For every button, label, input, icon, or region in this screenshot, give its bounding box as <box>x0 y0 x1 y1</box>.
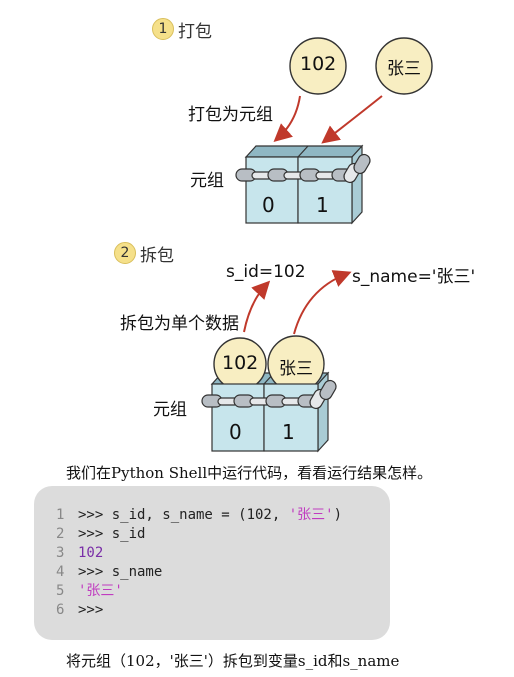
pack-tuple-label: 元组 <box>190 171 224 191</box>
unpack-arrow-a <box>243 280 271 333</box>
pack-index-0: 0 <box>262 193 275 217</box>
intro-text: 我们在Python Shell中运行代码，看看运行结果怎样。 <box>66 464 433 482</box>
pack-box-1 <box>297 156 353 224</box>
pack-arrow-label: 打包为元组 <box>188 105 273 125</box>
code-text: >>> s_id, s_name = (102, <box>78 507 289 523</box>
pack-value-b: 张三 <box>387 59 421 79</box>
unpack-arrow-label: 拆包为单个数据 <box>120 314 239 334</box>
figure-caption: 将元组（102，'张三'）拆包到变量s_id和s_name <box>66 652 400 670</box>
pack-box-top <box>244 145 364 158</box>
pack-circle-b <box>375 37 433 95</box>
code-output: '张三' <box>78 583 123 599</box>
unpack-value-a: 102 <box>222 352 259 374</box>
code-text: ) <box>333 507 343 523</box>
unpack-index-1: 1 <box>282 420 295 444</box>
pack-chain <box>235 153 371 184</box>
code-text: >>> <box>78 602 104 618</box>
line-number: 2 <box>56 526 65 542</box>
line-number: 5 <box>56 583 65 599</box>
unpack-diagram <box>201 270 352 453</box>
code-line: 2 >>> s_id <box>56 525 342 544</box>
unpack-arrow-b <box>293 270 352 335</box>
unpack-chain <box>201 379 337 410</box>
unpack-index-0: 0 <box>229 420 242 444</box>
pack-arrow-b <box>321 95 383 144</box>
line-number: 3 <box>56 545 65 561</box>
code-line: 6 >>> <box>56 601 342 620</box>
unpack-var-a: s_id=102 <box>226 262 306 282</box>
step-2-number: 2 <box>114 242 136 264</box>
code-block: 1 >>> s_id, s_name = (102, '张三') 2 >>> s… <box>34 486 390 640</box>
code-string: '张三' <box>288 507 334 523</box>
step-2-title: 拆包 <box>140 246 174 266</box>
pack-index-1: 1 <box>316 193 329 217</box>
code-text: >>> s_name <box>78 564 163 580</box>
line-number: 6 <box>56 602 65 618</box>
pack-diagram <box>235 37 433 225</box>
step-1-number: 1 <box>152 18 174 40</box>
pack-circle-a <box>289 37 347 95</box>
step-1-title: 打包 <box>178 22 212 42</box>
code-line: 4 >>> s_name <box>56 563 342 582</box>
unpack-value-b: 张三 <box>279 359 313 379</box>
code-text: >>> s_id <box>78 526 146 542</box>
code-output: 102 <box>78 545 104 561</box>
line-number: 4 <box>56 564 65 580</box>
pack-arrow-a <box>273 95 301 142</box>
code-lines: 1 >>> s_id, s_name = (102, '张三') 2 >>> s… <box>56 506 342 620</box>
code-line: 5 '张三' <box>56 582 342 601</box>
code-line: 1 >>> s_id, s_name = (102, '张三') <box>56 506 342 525</box>
unpack-var-b: s_name='张三' <box>352 267 476 287</box>
code-line: 3 102 <box>56 544 342 563</box>
unpack-tuple-label: 元组 <box>153 400 187 420</box>
pack-value-a: 102 <box>300 53 337 75</box>
line-number: 1 <box>56 507 65 523</box>
